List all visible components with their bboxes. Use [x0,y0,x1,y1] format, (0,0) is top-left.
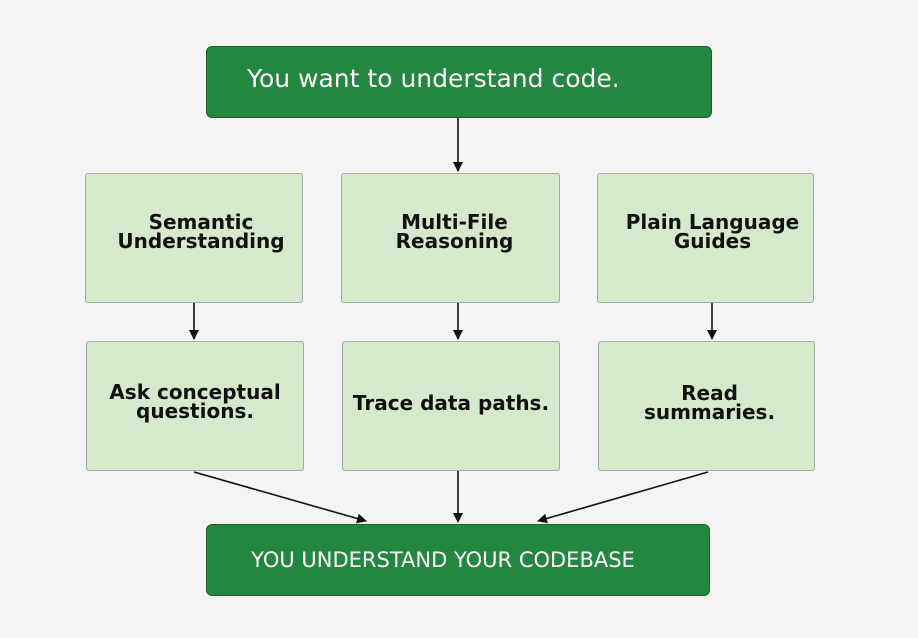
action-trace-data-paths: Trace data paths. [342,341,560,471]
action-label: Trace data paths. [352,390,550,415]
feature-semantic-understanding: Semantic Understanding [85,173,303,303]
action-ask-questions: Ask conceptual questions. [86,341,304,471]
action-label: Read summaries. [643,381,776,424]
feature-plain-language-guides: Plain Language Guides [597,173,814,303]
outcome-node: YOU UNDERSTAND YOUR CODEBASE [206,524,710,596]
start-node-label: You want to understand code. [247,63,620,93]
start-node: You want to understand code. [206,46,712,118]
feature-label: Plain Language Guides [625,210,800,253]
feature-label: Multi-File Reasoning [395,210,514,253]
action-label: Ask conceptual questions. [109,380,281,423]
arrow-action-3-to-outcome [537,471,709,524]
feature-multi-file-reasoning: Multi-File Reasoning [341,173,560,303]
feature-label: Semantic Understanding [117,210,285,253]
arrow-action-1-to-outcome [193,471,367,524]
action-read-summaries: Read summaries. [598,341,815,471]
outcome-node-label: YOU UNDERSTAND YOUR CODEBASE [251,548,635,572]
